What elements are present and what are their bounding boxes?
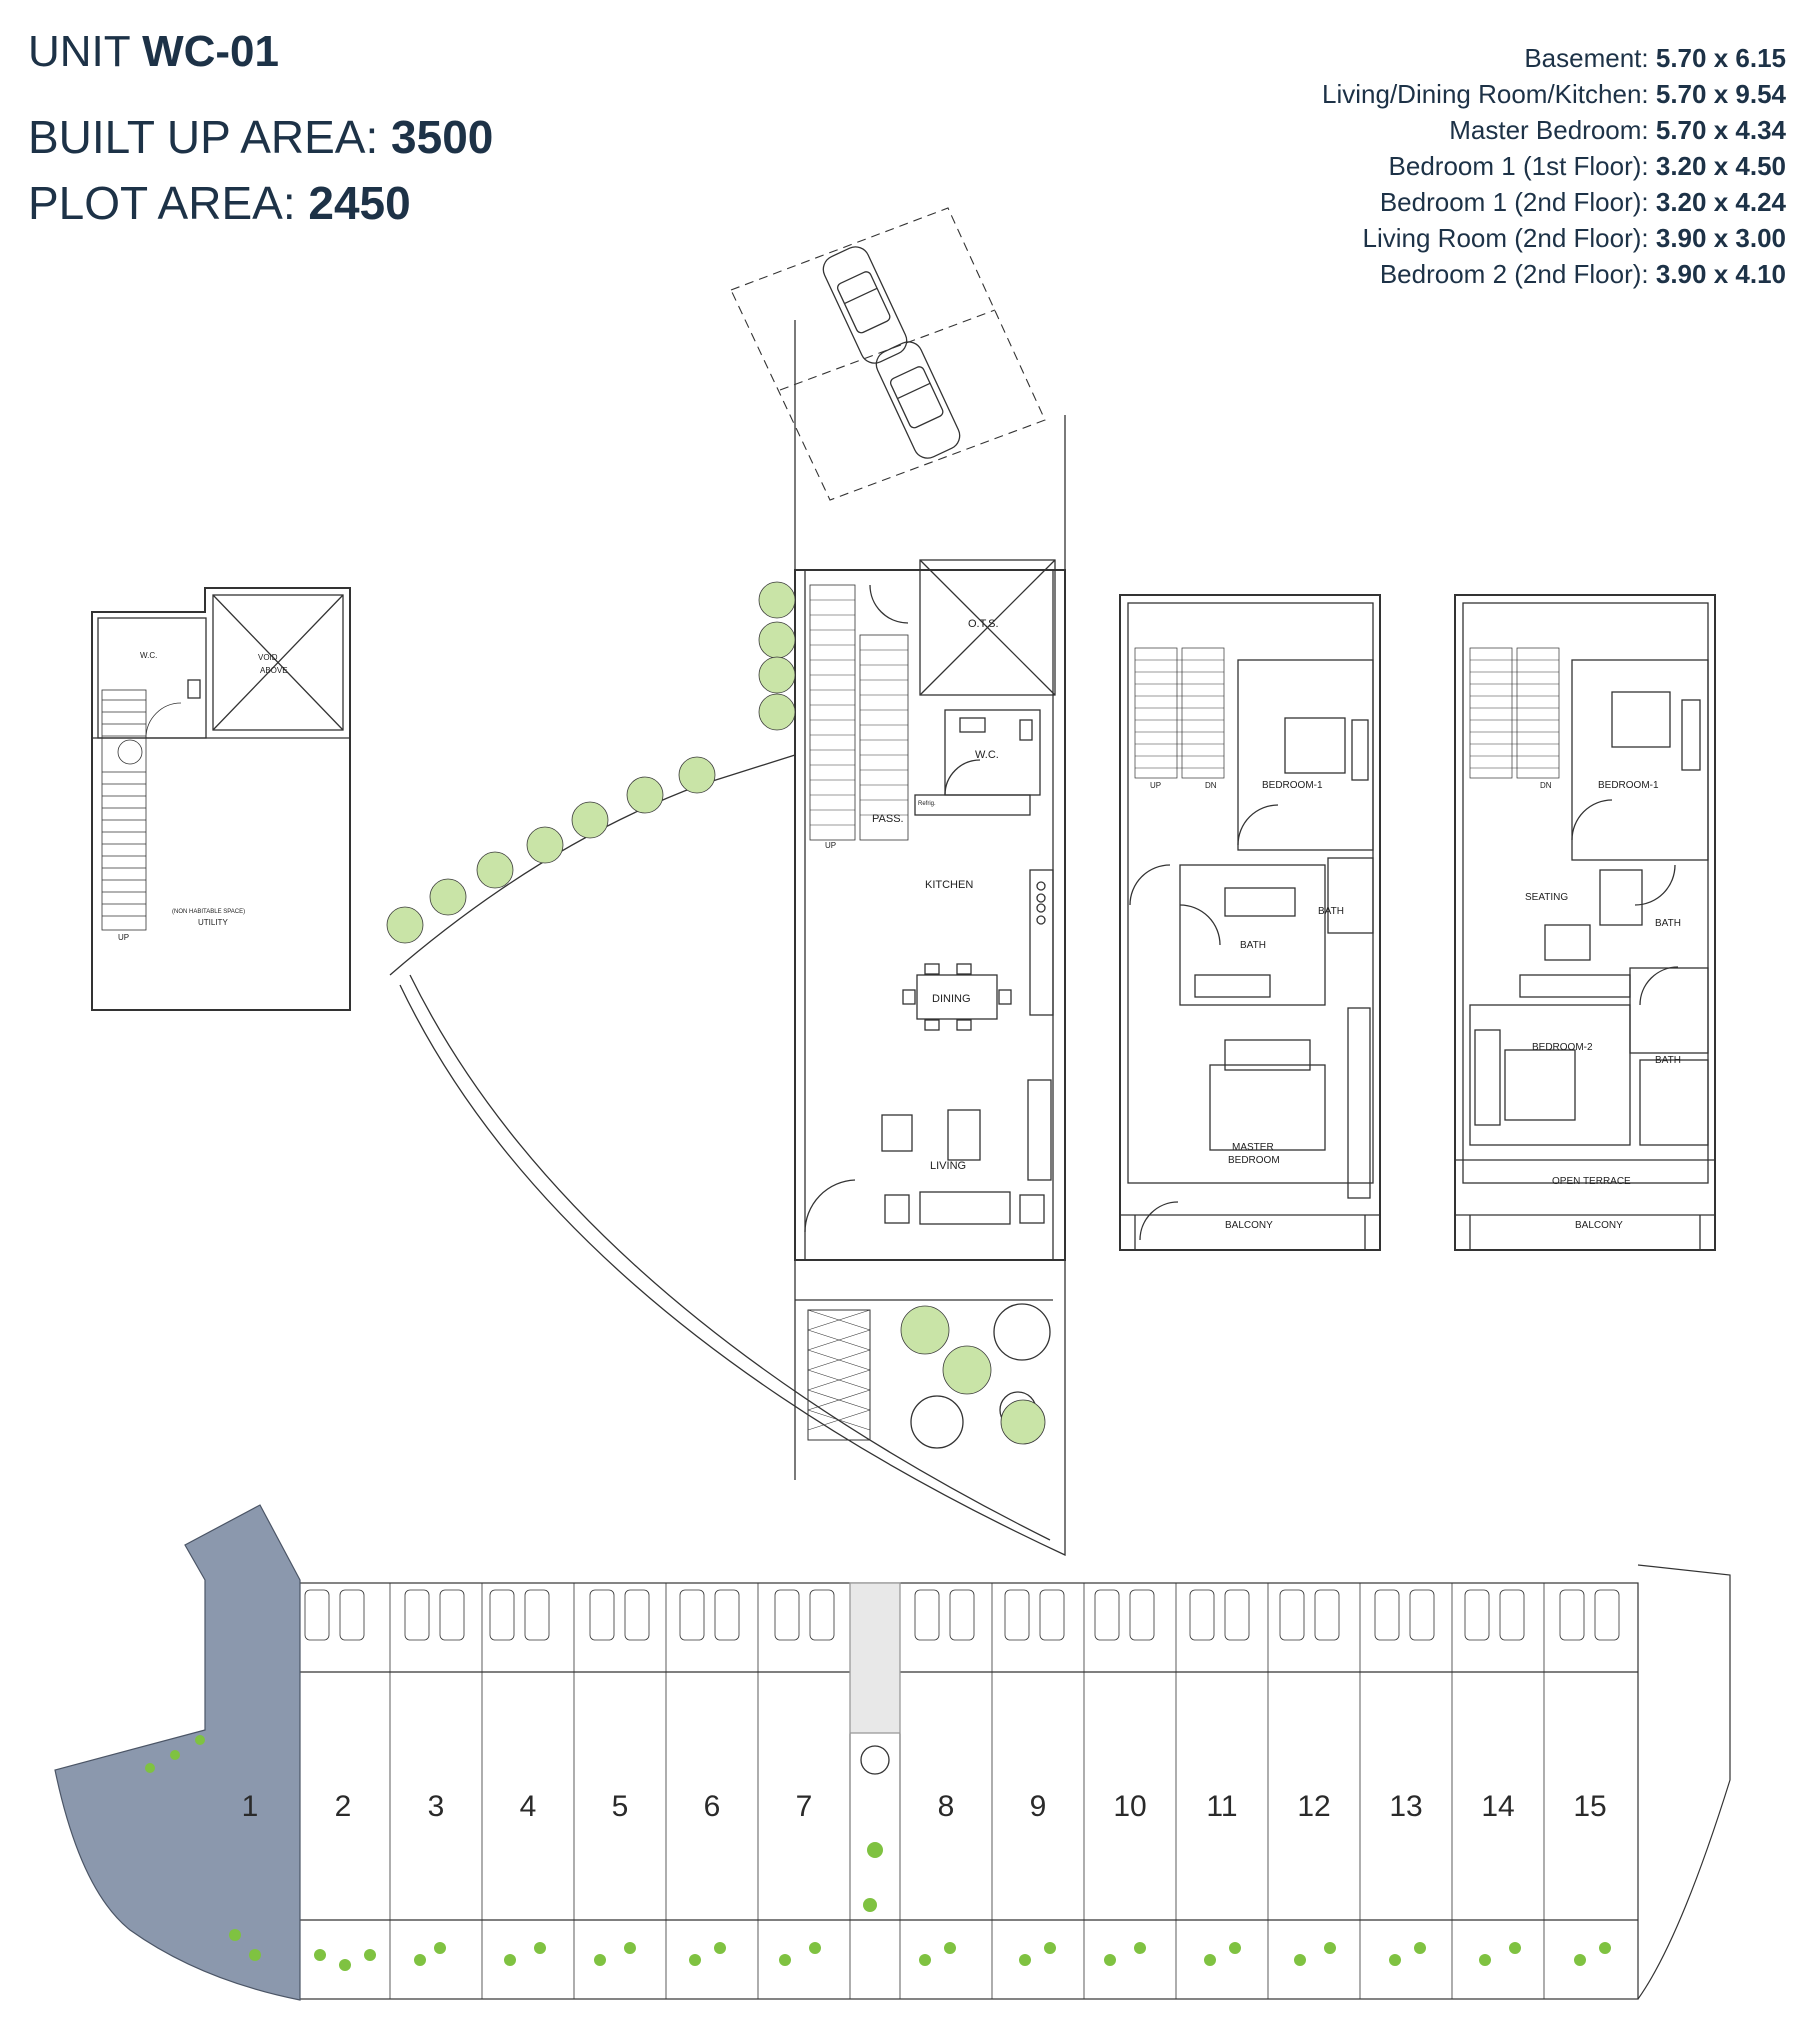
spec-row: Living/Dining Room/Kitchen: 5.70 x 9.54 [1322,76,1786,112]
unit-number: 6 [704,1790,721,1823]
unit-number: 7 [796,1790,813,1823]
second-bedroom1-label: BEDROOM-1 [1598,780,1659,791]
unit-number: 11 [1206,1790,1237,1823]
garden-plants [386,581,1046,1445]
car-icon [875,341,961,459]
spec-value: 5.70 x 4.34 [1655,115,1786,145]
unit-number: 3 [428,1790,445,1823]
spec-value: 3.20 x 4.24 [1655,187,1786,217]
basement-note: (NON HABITABLE SPACE) [172,909,245,915]
spec-label: Master Bedroom: [1449,115,1649,145]
first-floor-plan [1119,594,1381,1251]
living-label: LIVING [930,1160,966,1172]
plot-area: PLOT AREA: 2450 [28,180,493,226]
basement-up-label: UP [118,933,129,942]
refrig-label: Refrig. [918,801,936,807]
master-label-2: BEDROOM [1228,1155,1280,1166]
terrace-label: OPEN TERRACE [1552,1176,1631,1187]
unit-number: 14 [1481,1790,1514,1823]
pass-label: PASS. [872,813,904,825]
spec-value: 3.90 x 3.00 [1655,223,1786,253]
unit-header: UNIT WC-01 BUILT UP AREA: 3500 PLOT AREA… [28,30,493,227]
spec-row: Master Bedroom: 5.70 x 4.34 [1322,112,1786,148]
dining-label: DINING [932,993,971,1005]
unit-number: 4 [520,1790,537,1823]
basement-utility-label: UTILITY [198,918,228,927]
ots-label: O.T.S. [968,618,999,630]
first-bedroom1-label: BEDROOM-1 [1262,780,1323,791]
ground-floor-plan [389,207,1066,1557]
second-bath2-label: BATH [1655,1055,1681,1066]
kitchen-label: KITCHEN [925,879,973,891]
unit-prefix: UNIT [28,27,130,76]
master-label: MASTER [1232,1142,1274,1153]
spec-row: Basement: 5.70 x 6.15 [1322,40,1786,76]
spec-label: Living/Dining Room/Kitchen: [1322,79,1649,109]
car-icon [822,246,908,364]
first-up-label: UP [1150,781,1161,790]
basement-void-label-2: ABOVE [260,666,288,675]
spec-label: Basement: [1524,43,1649,73]
bedroom2-label: BEDROOM-2 [1532,1042,1593,1053]
built-up-label: BUILT UP AREA: [28,111,379,163]
spec-label: Bedroom 1 (1st Floor): [1388,151,1649,181]
site-parking [304,1589,1620,1641]
ground-up-label: UP [825,841,836,850]
spec-value: 3.90 x 4.10 [1655,259,1786,289]
first-bath-label: BATH [1240,940,1266,951]
built-up-area: BUILT UP AREA: 3500 [28,114,493,160]
first-balcony-label: BALCONY [1225,1220,1273,1231]
ground-wc-label: W.C. [975,749,999,761]
site-plants [145,1735,1611,1971]
basement-stair [101,689,182,931]
site-plan [297,1564,1731,2000]
room-dimensions-list: Basement: 5.70 x 6.15 Living/Dining Room… [1322,40,1786,292]
spec-row: Bedroom 2 (2nd Floor): 3.90 x 4.10 [1322,256,1786,292]
unit-number: 9 [1030,1790,1047,1823]
unit-number: 13 [1389,1790,1422,1823]
second-balcony-label: BALCONY [1575,1220,1623,1231]
second-bath-label: BATH [1655,918,1681,929]
unit-number: 1 [242,1790,259,1823]
basement-plan [91,587,351,1011]
unit-number: 2 [335,1790,352,1823]
unit-number: 8 [938,1790,955,1823]
seating-label: SEATING [1525,892,1568,903]
spec-value: 5.70 x 6.15 [1655,43,1786,73]
spec-row: Living Room (2nd Floor): 3.90 x 3.00 [1322,220,1786,256]
spec-label: Bedroom 1 (2nd Floor): [1379,187,1649,217]
spec-value: 5.70 x 9.54 [1655,79,1786,109]
basement-wc-label: W.C. [140,651,157,660]
first-bath2-label: BATH [1318,906,1344,917]
second-floor-plan [1454,594,1716,1251]
spec-row: Bedroom 1 (2nd Floor): 3.20 x 4.24 [1322,184,1786,220]
unit-number: 15 [1573,1790,1606,1823]
unit-title: UNIT WC-01 [28,30,493,74]
spec-label: Bedroom 2 (2nd Floor): [1379,259,1649,289]
plot-value: 2450 [308,177,411,229]
spec-row: Bedroom 1 (1st Floor): 3.20 x 4.50 [1322,148,1786,184]
first-dn-label: DN [1205,781,1217,790]
plot-label: PLOT AREA: [28,177,296,229]
unit-number: 10 [1113,1790,1146,1823]
spec-label: Living Room (2nd Floor): [1362,223,1649,253]
second-dn-label: DN [1540,781,1552,790]
unit-number: 12 [1297,1790,1330,1823]
built-up-value: 3500 [391,111,494,163]
unit-number: 5 [612,1790,629,1823]
unit-code: WC-01 [142,27,279,76]
basement-void-label: VOID [258,653,278,662]
spec-value: 3.20 x 4.50 [1655,151,1786,181]
